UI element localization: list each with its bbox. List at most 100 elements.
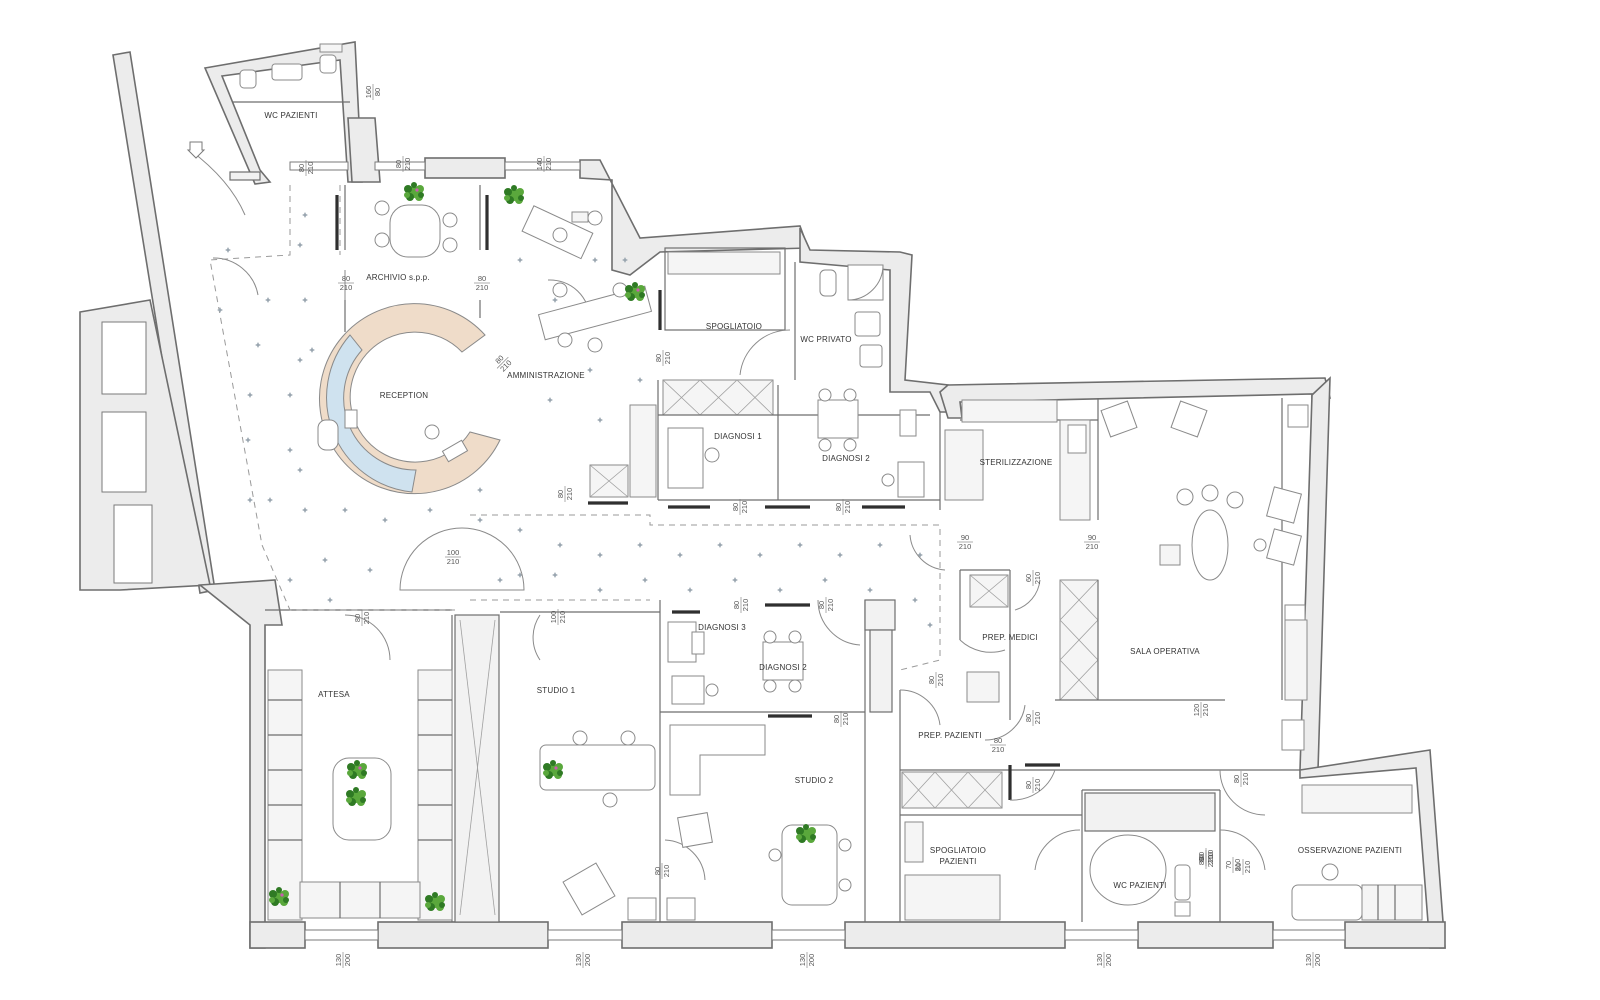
furniture (239, 43, 1423, 921)
dimension-height: 210 (1241, 773, 1250, 786)
dimension-height: 210 (1243, 861, 1252, 874)
dimension-height: 210 (1206, 852, 1215, 865)
ceiling-light-icon (477, 487, 483, 493)
ceiling-light-icon (717, 542, 723, 548)
corridor-outlines (209, 185, 941, 671)
dimension-width: 80 (817, 601, 826, 609)
dimension-height: 200 (1313, 954, 1322, 967)
ceiling-light-icon (225, 247, 231, 253)
ceiling-light-icon (777, 587, 783, 593)
ceiling-light-icon (265, 297, 271, 303)
ceiling-light-icon (297, 467, 303, 473)
reception-desk (317, 303, 501, 495)
plant-icon (346, 787, 366, 806)
dimension-height: 210 (1206, 855, 1215, 868)
ceiling-light-icon (547, 397, 553, 403)
dimension-width: 120 (1192, 704, 1201, 717)
dimension-height: 210 (558, 611, 567, 624)
dimension-width: 80 (556, 490, 565, 498)
ceiling-light-icon (217, 307, 223, 313)
ceiling-light-icon (287, 392, 293, 398)
ceiling-light-icon (642, 577, 648, 583)
ceiling-light-icon (597, 587, 603, 593)
ceiling-light-icon (247, 497, 253, 503)
room-label-studio-2: STUDIO 2 (795, 776, 834, 785)
entrance-arrow-icon (186, 141, 206, 159)
dimension-width: 130 (798, 954, 807, 967)
dimension-height: 210 (1201, 704, 1210, 717)
ceiling-light-icon (867, 587, 873, 593)
dimension-height: 210 (544, 158, 553, 171)
dimension-height: 80 (373, 88, 382, 96)
ceiling-light-icon (927, 622, 933, 628)
dimension-height: 210 (1033, 779, 1042, 792)
room-label-prep-pazienti: PREP. PAZIENTI (918, 731, 981, 740)
dimension-width: 140 (535, 158, 544, 171)
dimension-height: 210 (662, 865, 671, 878)
room-label-diagnosi-3: DIAGNOSI 3 (698, 623, 746, 632)
ceiling-light-icon (247, 392, 253, 398)
dimension-height: 210 (936, 674, 945, 687)
room-label-spogliatoio-pazienti: SPOGLIATOIO (930, 846, 986, 855)
dimension-height: 210 (1033, 712, 1042, 725)
ceiling-light-icon (677, 552, 683, 558)
ceiling-light-icon (517, 257, 523, 263)
dimension-width: 80 (653, 867, 662, 875)
ceiling-light-icon (297, 357, 303, 363)
ceiling-light-icon (592, 257, 598, 263)
dimension-width: 80 (832, 715, 841, 723)
room-label-archivio: ARCHIVIO s.p.p. (366, 273, 429, 282)
dimension-height: 210 (1206, 850, 1215, 863)
exterior-walls (79, 41, 1446, 949)
ceiling-light-icon (822, 577, 828, 583)
dimension-height: 210 (1086, 542, 1099, 551)
room-label-prep-medici: PREP. MEDICI (982, 633, 1038, 642)
dimension-height: 210 (826, 599, 835, 612)
dimension-width: 80 (1232, 775, 1241, 783)
dimension-width: 80 (297, 164, 306, 172)
ceiling-light-icon (917, 552, 923, 558)
dimension-width: 80 (834, 503, 843, 511)
room-label-attesa: ATTESA (318, 690, 350, 699)
dimension-width: 90 (961, 533, 969, 542)
room-label-osservazione: OSSERVAZIONE PAZIENTI (1298, 846, 1402, 855)
ceiling-light-icon (322, 557, 328, 563)
ceiling-light-icon (245, 437, 251, 443)
plant-icon (269, 887, 289, 906)
ceiling-light-icon (757, 552, 763, 558)
dimension-width: 80 (342, 274, 350, 283)
dimension-width: 130 (1304, 954, 1313, 967)
dimension-height: 210 (476, 283, 489, 292)
dimension-width: 130 (334, 954, 343, 967)
ceiling-light-icon (517, 572, 523, 578)
dimension-width: 80 (994, 736, 1002, 745)
ceiling-light-icon (877, 542, 883, 548)
plant-icon (404, 182, 424, 201)
interior-partitions (229, 101, 1300, 923)
ceiling-light-icon (327, 597, 333, 603)
plant-icon (543, 760, 563, 779)
dimension-width: 80 (732, 601, 741, 609)
dimension-width: 70 (1224, 861, 1233, 869)
dimension-width: 80 (654, 354, 663, 362)
dimension-width: 100 (447, 548, 460, 557)
ceiling-light-icon (287, 577, 293, 583)
dimension-width: 130 (574, 954, 583, 967)
ceiling-light-icon (837, 552, 843, 558)
dimension-height: 210 (306, 162, 315, 175)
ceiling-light-icon (255, 342, 261, 348)
room-label-spogliatoio: SPOGLIATOIO (706, 322, 762, 331)
plant-icon (796, 824, 816, 843)
sliding-doors (335, 195, 1060, 800)
